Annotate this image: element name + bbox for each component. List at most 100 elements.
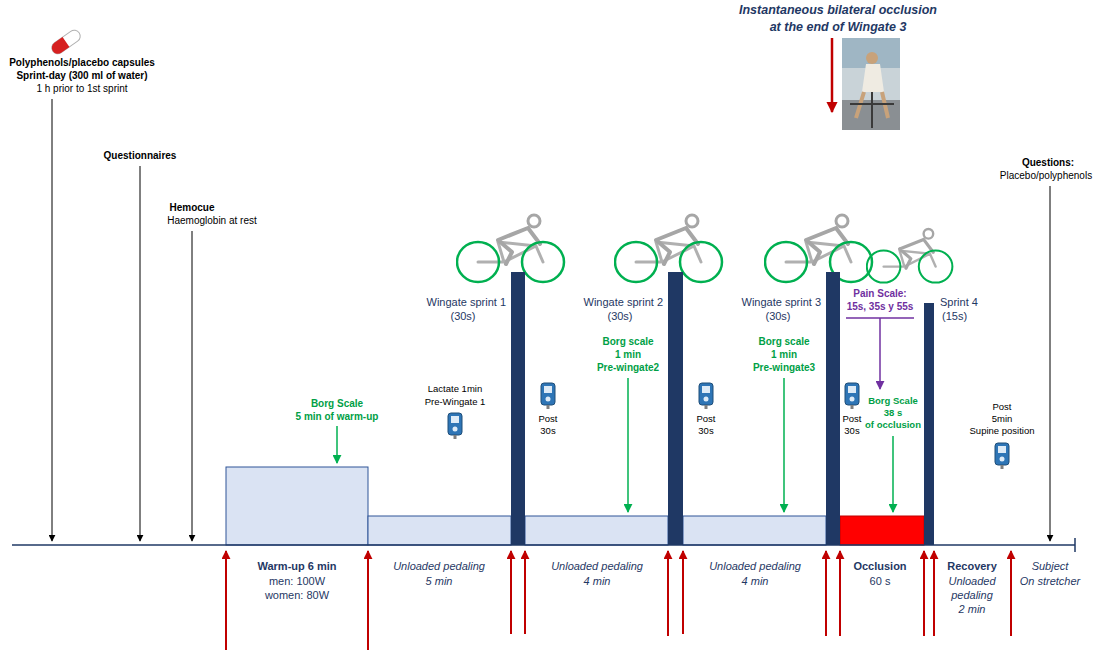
lactate-meter-icon [448,413,462,439]
drawing-line [667,551,669,636]
bike-icon [457,215,564,282]
label-anchor: 1 h prior to 1st sprint [36,83,127,95]
timeline-label: Wingate sprint 3 [742,296,821,309]
drawing-rect [525,516,668,545]
timeline-label: Unloaded [948,575,995,588]
label-anchor: Sprint 4 [940,296,978,309]
label-anchor: Unloaded [948,575,995,588]
label-anchor: Post [538,414,557,425]
timeline-label: Post [696,414,715,425]
drawing-line [627,378,629,512]
timeline-label: Questions: [1022,157,1074,169]
timeline-label: Unloaded pedaling [551,560,643,573]
timeline-label: Borg scale [758,336,809,348]
label-anchor: Unloaded pedaling [393,560,485,573]
drawing-rect [826,272,840,545]
timeline-axis [12,538,1075,552]
drawing-path [49,37,69,56]
timeline-label: Placebo/polyphenols [1000,170,1092,182]
timeline-label: 2 min [959,603,986,616]
timeline-label: Sprint 4 [940,296,978,309]
label-anchor: 5 min of warm-up [296,411,379,423]
label-anchor: On stretcher [1020,575,1081,588]
drawing-line [367,551,369,650]
label-anchor: Pre-Wingate 1 [425,397,486,408]
lactate-meter-icon [845,383,859,409]
label-anchor: pedaling [951,589,993,602]
drawing-line [892,436,894,512]
label-anchor: at the end of Wingate 3 [770,20,907,34]
drawing-rect [683,516,826,545]
label-anchor: (30s) [765,310,790,323]
label-anchor: Instantaneous bilateral occlusion [739,3,937,17]
timeline-label: 1 min [771,349,797,361]
drawing-line [1010,551,1012,636]
drawing-line [225,551,227,650]
drawing-line [1074,538,1076,552]
bike-icon [615,215,722,282]
timeline-label: 4 min [742,575,769,588]
timeline-label: Lactate 1min [428,384,482,395]
drawing-line [839,551,841,636]
bike-icon [867,229,953,283]
lactate-meter-icon [541,383,555,409]
timeline-label: Recovery [947,560,997,573]
timeline-label: Instantaneous bilateral occlusion [739,3,937,17]
label-anchor: Borg scale [758,336,809,348]
label-anchor: 38 s [884,408,903,419]
label-anchor: 30s [698,426,713,437]
label-anchor: women: 80W [265,589,329,602]
label-anchor: 60 s [870,575,891,588]
drawing-line [1050,186,1051,541]
timeline-label: 38 s [884,408,903,419]
drawing-rect [49,28,82,56]
drawing-line [933,551,935,636]
timeline-label: 5 min of warm-up [296,411,379,423]
drawing-line [336,426,338,463]
label-anchor: men: 100W [269,575,325,588]
drawing-path [862,64,884,92]
timeline-label: Unloaded pedaling [709,560,801,573]
drawing-circle [866,52,878,64]
label-anchor: 15s, 35s y 55s [847,301,914,313]
timeline-label: men: 100W [269,575,325,588]
timeline-label: On stretcher [1020,575,1081,588]
time-markers [226,551,1011,650]
pain-scale-bracket [846,318,914,389]
timeline-label: 30s [844,426,859,437]
timeline-label: (30s) [607,310,632,323]
timeline-label: (15s) [942,310,967,323]
label-anchor: 1 min [615,349,641,361]
timeline-label: 30s [540,426,555,437]
timeline-label: Pre-wingate3 [753,362,815,374]
timeline-label: (30s) [765,310,790,323]
drawing-rect [842,38,900,130]
drawing-line [783,378,785,512]
drawing-line [825,551,827,636]
label-anchor: Pre-wingate3 [753,362,815,374]
phase-bars [226,272,934,545]
drawing-rect [842,38,900,68]
label-anchor: 30s [540,426,555,437]
timeline-label: 1 min [615,349,641,361]
timeline-label: Supine position [970,426,1035,437]
label-anchor: Unloaded pedaling [551,560,643,573]
timeline-label: Post [992,402,1011,413]
label-anchor: Borg scale [602,336,653,348]
label-anchor: Pre-wingate2 [597,362,659,374]
drawing-path [850,92,894,128]
label-anchor: Lactate 1min [428,384,482,395]
timeline-label: Pre-Wingate 1 [425,397,486,408]
drawing-line [879,318,881,389]
timeline-label: Polyphenols/placebo capsules [9,57,155,69]
drawing-rect [924,303,934,545]
timeline-label: Borg Scale [868,396,918,407]
capsule-icon [49,28,82,56]
label-anchor: 2 min [959,603,986,616]
drawing-line [682,551,684,634]
label-anchor: 5 min [426,575,453,588]
timeline-label: Wingate sprint 2 [584,296,663,309]
